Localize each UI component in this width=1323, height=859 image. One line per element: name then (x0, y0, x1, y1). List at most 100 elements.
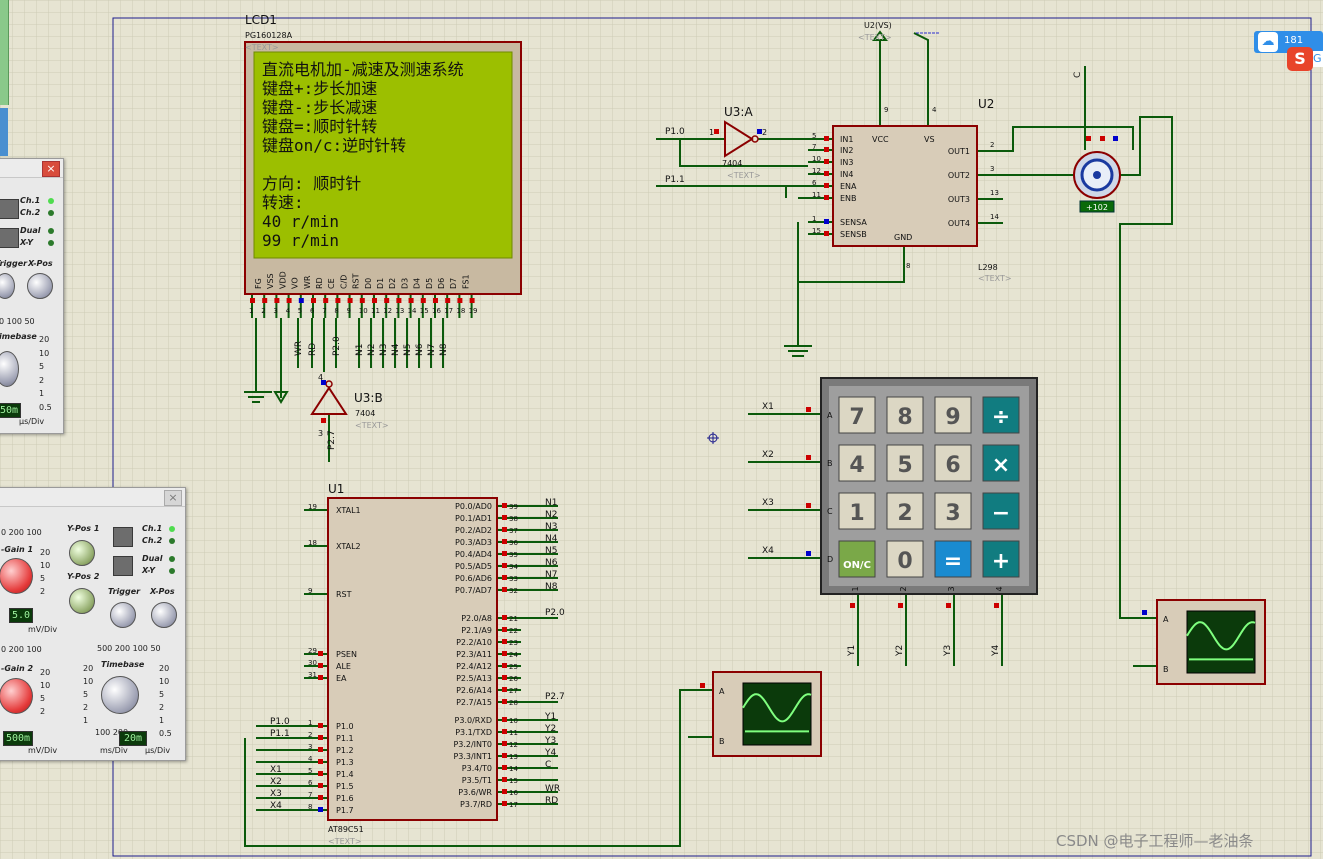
pin-marker (502, 675, 507, 680)
key-6[interactable] (934, 444, 972, 482)
dual-button[interactable] (0, 228, 19, 248)
keypad-row-label: D (827, 555, 833, 564)
key-1[interactable] (886, 396, 924, 434)
pin-marker (250, 298, 255, 303)
mcu-pin-name: P2.6/A14 (456, 686, 492, 695)
pin-marker (420, 298, 426, 303)
pin-marker (1142, 610, 1147, 615)
ypos1-knob[interactable] (69, 540, 95, 566)
close-icon[interactable]: × (164, 490, 182, 506)
xpos-label: X-Pos (150, 587, 175, 596)
ch1-button[interactable] (0, 199, 19, 219)
mcu-pin-name: P0.6/AD6 (455, 574, 492, 583)
key-3[interactable] (982, 396, 1020, 434)
lcd-pin-name: D6 (437, 278, 446, 289)
key-12[interactable] (838, 540, 876, 578)
key-9[interactable] (886, 492, 924, 530)
ch1-label: Ch.1 (20, 196, 41, 205)
scope-small-label-a: A (719, 687, 725, 696)
mcu-net-label: P2.7 (545, 692, 565, 702)
xpos-knob[interactable] (151, 602, 177, 628)
ch1-button[interactable] (113, 527, 133, 547)
mcu-text: <TEXT> (328, 837, 362, 846)
key-13[interactable] (886, 540, 924, 578)
lcd-net-label: N7 (427, 344, 437, 356)
gain2-knob[interactable] (0, 678, 33, 714)
lcd-pin-number: 1 (249, 307, 253, 315)
left-window-strip[interactable] (0, 0, 9, 105)
dual-led (48, 228, 54, 234)
mcu-net-label: X2 (270, 777, 282, 787)
close-icon[interactable]: × (42, 161, 60, 177)
left-window-strip-2[interactable] (0, 108, 8, 156)
pin-marker (318, 747, 323, 752)
pin-marker (502, 563, 507, 568)
osc-panel-2-titlebar[interactable]: × (0, 488, 185, 507)
key-label: 5 (897, 453, 912, 478)
key-11[interactable] (982, 492, 1020, 530)
timebase-knob[interactable] (101, 676, 139, 714)
mcu-net-label: N1 (545, 498, 557, 508)
mcu-pin-number: 5 (308, 767, 312, 775)
keypad-row-label: B (827, 459, 833, 468)
l298-body[interactable] (832, 125, 978, 247)
osc-panel-1-titlebar[interactable]: × (0, 159, 63, 178)
key-15[interactable] (982, 540, 1020, 578)
key-0[interactable] (838, 396, 876, 434)
u3b-pin: 3 (318, 429, 323, 438)
keypad-row-net: X4 (762, 546, 774, 556)
key-5[interactable] (886, 444, 924, 482)
key-10[interactable] (934, 492, 972, 530)
key-14[interactable] (934, 540, 972, 578)
l298-pin-number: 12 (812, 167, 821, 175)
gnd-wire (798, 246, 905, 283)
trigger-knob[interactable] (0, 273, 15, 299)
l298-pin-name: IN1 (840, 135, 853, 144)
pin-marker (384, 298, 390, 303)
u3a-inverter[interactable] (724, 120, 754, 158)
pin-marker (502, 551, 507, 556)
pin-marker (502, 699, 507, 704)
keypad-row-net: X1 (762, 402, 774, 412)
ypos2-knob[interactable] (69, 588, 95, 614)
l298-power-text: <TEXT> (858, 33, 892, 42)
key-7[interactable] (982, 444, 1020, 482)
lcd-line: 键盘+:步长加速 (262, 79, 377, 98)
lcd-pin-name: CE (327, 278, 336, 289)
key-label: 9 (945, 405, 960, 430)
key-label: × (992, 453, 1010, 478)
l298-gnd: GND (894, 233, 912, 242)
key-4[interactable] (838, 444, 876, 482)
mcu-pin-name: P3.5/T1 (462, 776, 492, 785)
gain1-knob[interactable] (0, 558, 33, 594)
u3b-inverter[interactable] (310, 386, 348, 415)
pin-marker (323, 298, 329, 303)
timebase-display: 50m (0, 403, 21, 418)
key-8[interactable] (838, 492, 876, 530)
mcu-pin-name: P2.3/A11 (456, 650, 492, 659)
ime-icon[interactable]: S (1287, 47, 1313, 71)
mcu-body[interactable] (327, 497, 498, 821)
key-2[interactable] (934, 396, 972, 434)
key-label: 8 (897, 405, 912, 430)
mcu-pin-name: P3.2/INT0 (453, 740, 492, 749)
mcu-pin-name: P1.2 (336, 746, 354, 755)
trigger-knob[interactable] (110, 602, 136, 628)
dual-button[interactable] (113, 556, 133, 576)
scope-right-label-b: B (1163, 665, 1169, 674)
xpos-knob[interactable] (27, 273, 53, 299)
timebase-knob[interactable] (0, 351, 19, 387)
pin-marker (433, 298, 438, 303)
pin-marker (1113, 136, 1118, 141)
mcu-pin-number: 35 (509, 551, 518, 559)
oscilloscope-panel-1[interactable]: × Ch.1 Ch.2 Dual X-Y Trigger X-Pos 0 100… (0, 158, 64, 434)
ime-secondary-icon[interactable]: G (1313, 51, 1323, 67)
lcd-net-label: N1 (355, 344, 365, 356)
mcu-pin-number: 19 (308, 503, 317, 511)
l298-vs: VS (924, 135, 935, 144)
pin-marker (318, 807, 323, 812)
mcu-pin-name: RST (336, 590, 352, 599)
lcd-pin-name: D7 (449, 278, 458, 289)
